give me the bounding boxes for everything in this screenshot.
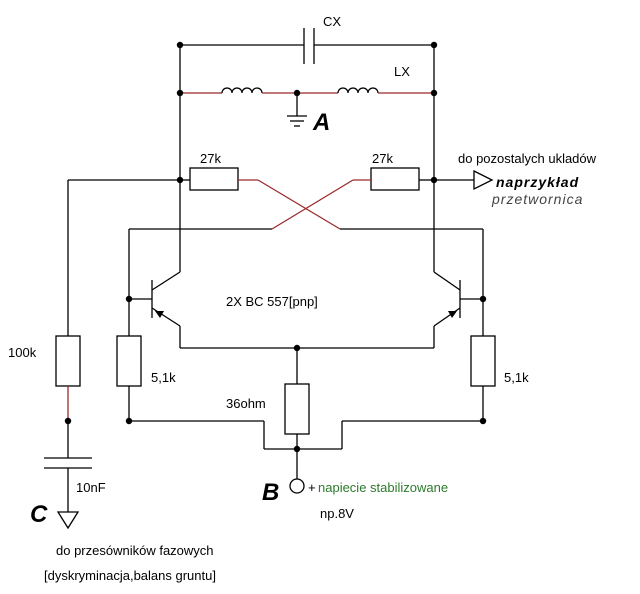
r100k-label: 100k xyxy=(8,345,37,360)
resistor-36ohm xyxy=(284,383,310,453)
ground-symbol xyxy=(287,93,307,127)
resistor-5k1-right xyxy=(470,299,496,425)
supply-note-2: np.8V xyxy=(320,506,354,521)
node-b-label: B xyxy=(262,479,279,506)
out-right-note-1: do pozostalych ukladów xyxy=(458,151,597,166)
out-right-note-2: naprzykład xyxy=(496,174,579,190)
r27k-left-label: 27k xyxy=(200,151,221,166)
node-a-label: A xyxy=(312,109,330,136)
cx-label: CX xyxy=(323,14,341,29)
lx-inductor xyxy=(176,87,438,97)
c10nf-label: 10nF xyxy=(76,480,106,495)
feed-100k-branch xyxy=(55,179,180,458)
transistor-left-pnp xyxy=(125,180,181,348)
r5k1-right-label: 5,1k xyxy=(504,370,529,385)
output-right-arrow xyxy=(434,169,494,191)
supply-terminal xyxy=(289,449,305,494)
out-c-note-2: [dyskryminacja,balans gruntu] xyxy=(44,568,216,583)
resistor-27k-right xyxy=(370,167,438,191)
bottom-rail xyxy=(129,420,483,450)
supply-note-1: napiecie stabilizowane xyxy=(318,480,448,495)
transistors-label: 2X BC 557[pnp] xyxy=(226,294,318,309)
out-right-note-3: przetwornica xyxy=(491,191,583,207)
out-c-note-1: do przesówników fazowych xyxy=(56,543,214,558)
transistor-right-pnp xyxy=(433,180,487,348)
r27k-right-label: 27k xyxy=(372,151,393,166)
r5k1-left-label: 5,1k xyxy=(151,370,176,385)
cross-coupling-wires xyxy=(129,179,483,230)
emitter-bus xyxy=(180,344,434,384)
cx-capacitor xyxy=(176,28,438,64)
resistor-27k-left xyxy=(176,167,239,191)
resistor-5k1-left xyxy=(116,299,142,425)
lx-label: LX xyxy=(394,64,410,79)
supply-plus: + xyxy=(308,480,316,495)
r36ohm-label: 36ohm xyxy=(226,396,266,411)
node-c-label: C xyxy=(30,501,48,528)
capacitor-10nf xyxy=(44,457,92,530)
